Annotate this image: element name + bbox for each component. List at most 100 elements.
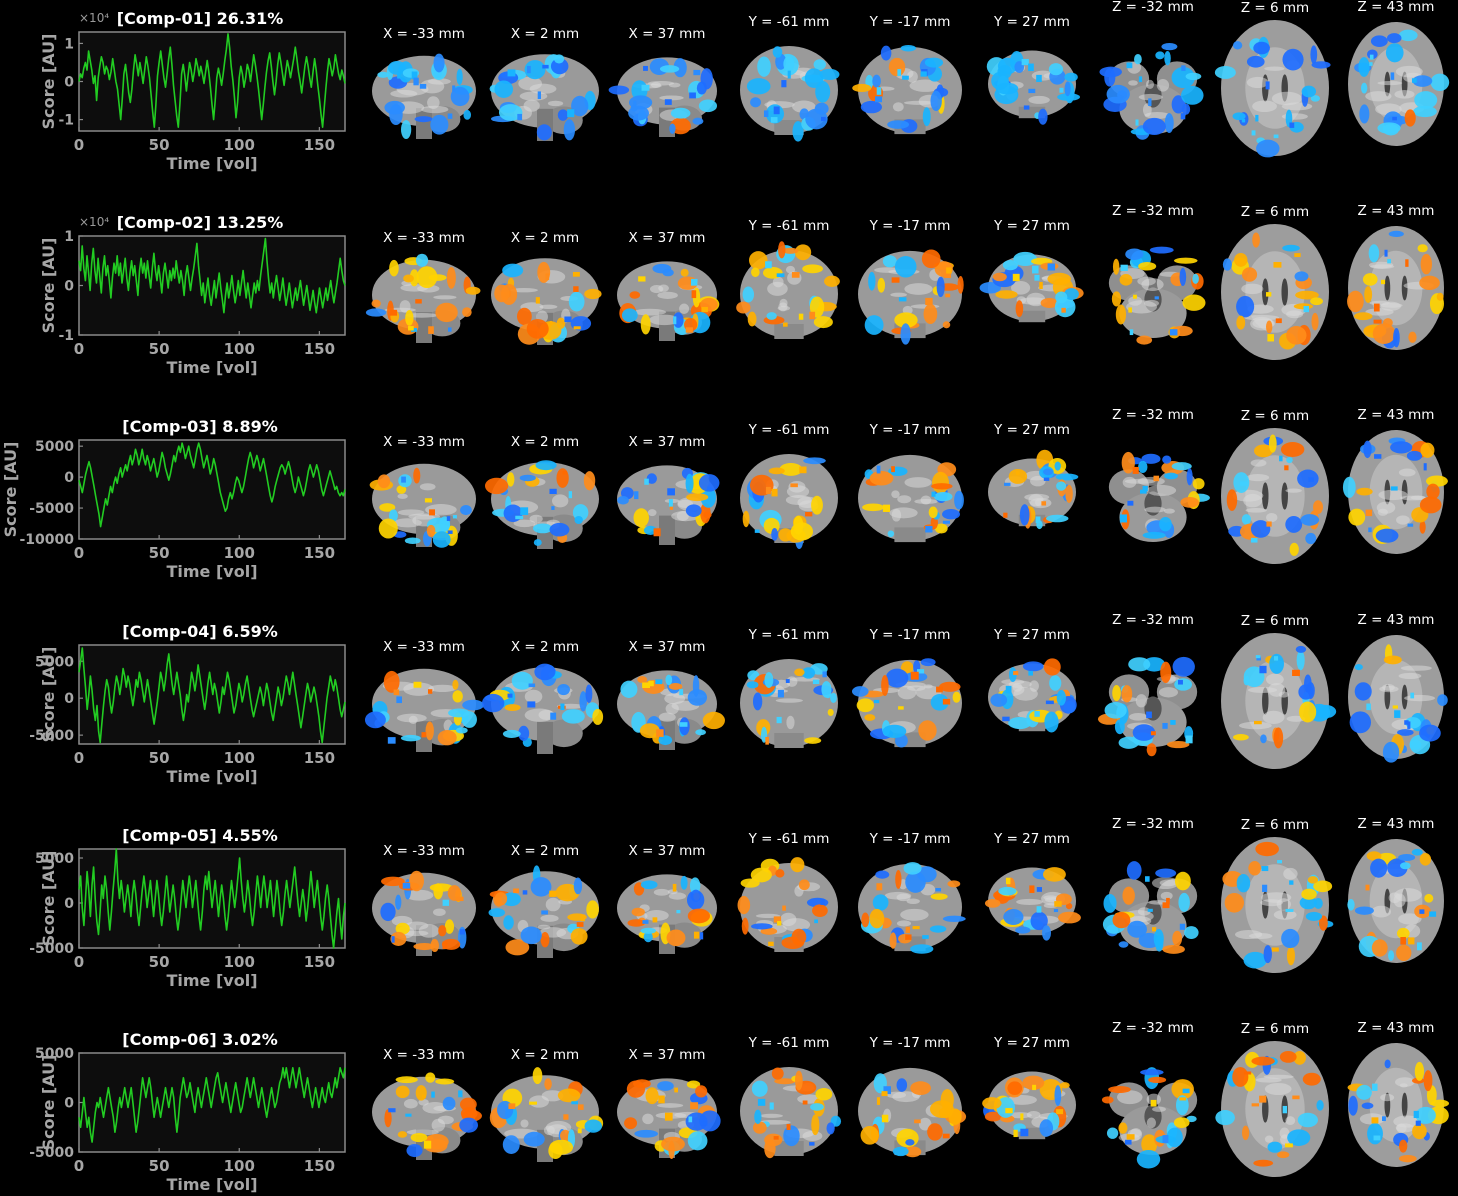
- slice-label: X = 37 mm: [629, 26, 706, 42]
- brain-slice-9: [1347, 839, 1444, 963]
- y-tick-label: 5000: [35, 654, 74, 670]
- x-axis-label: Time [vol]: [166, 154, 257, 173]
- x-tick-label: 50: [149, 749, 170, 767]
- y-tick-label: 0: [64, 691, 74, 707]
- slice-label: X = -33 mm: [383, 1047, 465, 1063]
- slice-label: Z = 43 mm: [1358, 407, 1435, 423]
- y-tick-label: 1: [64, 229, 74, 245]
- brain-slice-8: [1214, 20, 1331, 158]
- slice-label: Z = -32 mm: [1112, 612, 1194, 628]
- brain-slice-6: [984, 867, 1081, 941]
- brain-slice-4: [737, 857, 838, 952]
- exponent-label: ×10⁴: [79, 11, 109, 25]
- slice-label: Z = 6 mm: [1241, 408, 1309, 424]
- brain-slice-6: [988, 658, 1077, 733]
- brain-slice-9: [1347, 1043, 1450, 1167]
- plot-area: [78, 235, 346, 336]
- brain-slice-6: [982, 1071, 1076, 1140]
- y-tick-label: 0: [64, 896, 74, 912]
- slice-label: Z = 43 mm: [1358, 612, 1435, 628]
- chart-title: [Comp-01] 26.31%: [117, 9, 284, 28]
- slice-label: Y = -61 mm: [748, 1035, 830, 1051]
- slice-label: Z = -32 mm: [1112, 407, 1194, 423]
- slice-label: X = -33 mm: [383, 434, 465, 450]
- slice-label: Z = -32 mm: [1112, 816, 1194, 832]
- brain-slice-2: [484, 460, 599, 549]
- brain-slice-2: [491, 258, 602, 345]
- series-line: [78, 1067, 346, 1143]
- y-axis-label: Score [AU]: [39, 647, 58, 743]
- slice-label: Z = 6 mm: [1241, 613, 1309, 629]
- slice-label: Z = -32 mm: [1112, 0, 1194, 15]
- slice-label: X = 37 mm: [629, 843, 706, 859]
- y-tick-label: 5000: [35, 439, 74, 455]
- brain-slice-2: [488, 865, 599, 958]
- x-tick-label: 100: [224, 544, 255, 562]
- y-tick-label: 0: [64, 279, 74, 295]
- y-tick-label: -1: [58, 113, 74, 129]
- slice-label: X = 37 mm: [629, 639, 706, 655]
- slice-label: Y = -61 mm: [748, 627, 830, 643]
- slice-label: Z = -32 mm: [1112, 203, 1194, 219]
- y-tick-label: -5000: [29, 728, 74, 744]
- y-axis-label: Score [AU]: [1, 442, 20, 538]
- slice-label: Y = -17 mm: [869, 422, 951, 438]
- slice-label: Z = 6 mm: [1241, 0, 1309, 16]
- y-tick-label: -10000: [19, 532, 74, 548]
- brain-slice-8: [1215, 1041, 1329, 1177]
- brain-slice-4: [740, 46, 840, 142]
- brain-slice-9: [1348, 22, 1450, 146]
- slice-label: Z = 6 mm: [1241, 817, 1309, 833]
- x-tick-label: 0: [74, 953, 84, 971]
- brain-slice-8: [1221, 837, 1334, 973]
- series-line: [78, 237, 346, 314]
- brain-slice-1: [369, 463, 476, 548]
- brain-slice-7: [1108, 451, 1210, 542]
- slice-label: Y = 27 mm: [993, 218, 1070, 234]
- brain-slice-2: [489, 54, 599, 141]
- slice-label: Y = 27 mm: [993, 627, 1070, 643]
- brain-slice-9: [1342, 430, 1448, 554]
- brain-slice-1: [364, 668, 484, 752]
- x-tick-label: 150: [304, 953, 335, 971]
- brain-slice-2: [481, 663, 604, 754]
- chart-title: [Comp-03] 8.89%: [122, 417, 277, 436]
- brain-slice-2: [489, 1067, 604, 1162]
- x-tick-label: 50: [149, 340, 170, 358]
- x-tick-label: 100: [224, 340, 255, 358]
- x-axis-label: Time [vol]: [166, 562, 257, 581]
- chart-title: [Comp-02] 13.25%: [117, 213, 284, 232]
- slice-label: Y = 27 mm: [993, 14, 1070, 30]
- slice-label: Y = 27 mm: [993, 831, 1070, 847]
- slice-label: Y = 27 mm: [993, 422, 1070, 438]
- x-tick-label: 50: [149, 953, 170, 971]
- brain-slice-3: [617, 465, 720, 545]
- x-tick-label: 100: [224, 749, 255, 767]
- y-tick-label: 0: [64, 1096, 74, 1112]
- y-axis-label: Score [AU]: [39, 851, 58, 947]
- brain-slice-1: [372, 53, 476, 139]
- x-tick-label: 0: [74, 1157, 84, 1175]
- x-tick-label: 150: [304, 136, 335, 154]
- brain-slice-1: [372, 870, 476, 956]
- slice-label: Z = 43 mm: [1358, 203, 1435, 219]
- brain-slice-7: [1101, 1067, 1198, 1169]
- x-tick-label: 0: [74, 136, 84, 154]
- x-tick-label: 150: [304, 340, 335, 358]
- brain-slice-4: [740, 454, 838, 549]
- brain-slice-7: [1108, 246, 1206, 345]
- x-tick-label: 150: [304, 1157, 335, 1175]
- brain-slice-3: [617, 874, 717, 954]
- brain-slice-8: [1221, 633, 1337, 769]
- series-line: [78, 848, 346, 949]
- brain-slice-7: [1097, 656, 1198, 757]
- brain-slice-5: [858, 249, 964, 345]
- y-axis-label: Score [AU]: [39, 238, 58, 334]
- slice-label: Y = -61 mm: [748, 422, 830, 438]
- chart-title: [Comp-04] 6.59%: [122, 622, 277, 641]
- x-axis-label: Time [vol]: [166, 358, 257, 377]
- brain-slice-4: [736, 241, 840, 339]
- x-tick-label: 150: [304, 544, 335, 562]
